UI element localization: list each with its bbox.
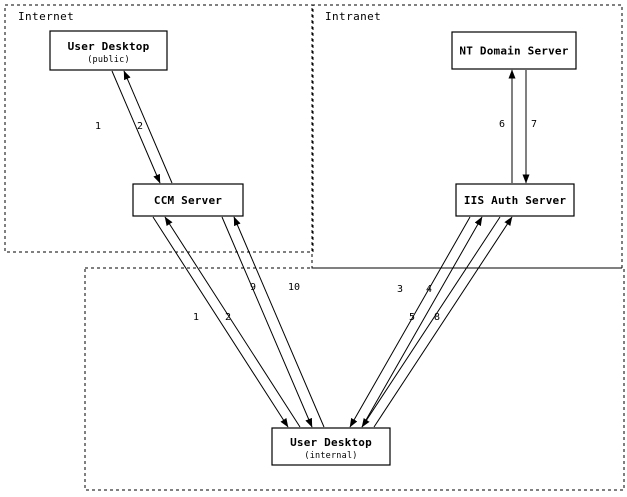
flow-arrow-3-iis-auth-server-to-user-desktop-internal — [349, 216, 471, 428]
zone-border-internet — [4, 4, 314, 253]
node-user-desktop-internal: User Desktop (internal) — [271, 427, 391, 466]
flow-step-label-2-user-desktop-internal-to-ccm-server: 2 — [225, 312, 231, 323]
node-ccm-server: CCM Server — [132, 183, 244, 217]
flow-step-label-4-user-desktop-internal-to-iis-auth-server: 4 — [426, 284, 432, 295]
flow-step-label-1-ccm-server-to-user-desktop-internal: 1 — [193, 312, 199, 323]
zones-layer: Internet Intranet — [4, 4, 625, 491]
flow-step-label-8-user-desktop-internal-to-iis-auth-server: 8 — [434, 312, 440, 323]
zone-internal-network — [84, 267, 625, 491]
node-sublabel-user-desktop-public: (public) — [87, 55, 130, 65]
flow-arrow-10-user-desktop-internal-to-ccm-server — [233, 216, 325, 428]
nodes-layer: User Desktop (public) CCM Server NT Domain … — [49, 30, 577, 466]
node-box-ccm-server — [132, 183, 244, 217]
flow-arrow-2-ccm-server-to-user-desktop-public — [123, 70, 173, 184]
zone-border-internal-network — [84, 267, 625, 491]
node-sublabel-user-desktop-internal: (internal) — [304, 451, 357, 461]
flow-step-label-3-iis-auth-server-to-user-desktop-internal: 3 — [397, 284, 403, 295]
zone-label-intranet: Intranet — [325, 10, 381, 23]
node-iis-auth-server: IIS Auth Server — [455, 183, 575, 217]
flow-arrow-9-ccm-server-to-user-desktop-internal — [221, 216, 313, 428]
flow-arrow-8-user-desktop-internal-to-iis-auth-server — [373, 216, 513, 428]
flow-arrow-1-ccm-server-to-user-desktop-internal — [152, 216, 289, 428]
node-label-iis-auth-server: IIS Auth Server — [464, 194, 567, 207]
node-label-user-desktop-public: User Desktop — [68, 40, 150, 53]
node-box-user-desktop-public — [49, 30, 168, 71]
flows-layer — [111, 69, 530, 428]
flow-arrow-4-user-desktop-internal-to-iis-auth-server — [361, 216, 483, 428]
node-box-user-desktop-internal — [271, 427, 391, 466]
node-nt-domain-server: NT Domain Server — [451, 31, 577, 70]
node-box-iis-auth-server — [455, 183, 575, 217]
flow-step-label-7-nt-domain-server-to-iis-auth-server: 7 — [531, 119, 537, 130]
zone-internet: Internet — [4, 4, 314, 253]
node-box-nt-domain-server — [451, 31, 577, 70]
flow-step-label-5-iis-auth-server-to-user-desktop-internal: 5 — [409, 312, 415, 323]
flow-step-label-6-iis-auth-server-to-nt-domain-server: 6 — [499, 119, 505, 130]
node-label-user-desktop-internal: User Desktop — [290, 436, 372, 449]
flow-arrow-1-user-desktop-public-to-ccm-server — [111, 70, 161, 184]
flow-step-label-2-ccm-server-to-user-desktop-public: 2 — [137, 121, 143, 132]
flow-step-label-1-user-desktop-public-to-ccm-server: 1 — [95, 121, 101, 132]
flow-labels-layer: 1 2 1 2 9 10 3 4 5 8 6 7 — [95, 119, 537, 323]
flow-arrow-5-iis-auth-server-to-user-desktop-internal — [361, 216, 501, 428]
flow-step-label-10-user-desktop-internal-to-ccm-server: 10 — [288, 282, 300, 293]
zone-label-internet: Internet — [18, 10, 74, 23]
flow-arrow-2-user-desktop-internal-to-ccm-server — [164, 216, 301, 428]
node-user-desktop-public: User Desktop (public) — [49, 30, 168, 71]
node-label-nt-domain-server: NT Domain Server — [459, 45, 568, 58]
flow-step-label-9-ccm-server-to-user-desktop-internal: 9 — [250, 282, 256, 293]
node-label-ccm-server: CCM Server — [154, 194, 222, 207]
